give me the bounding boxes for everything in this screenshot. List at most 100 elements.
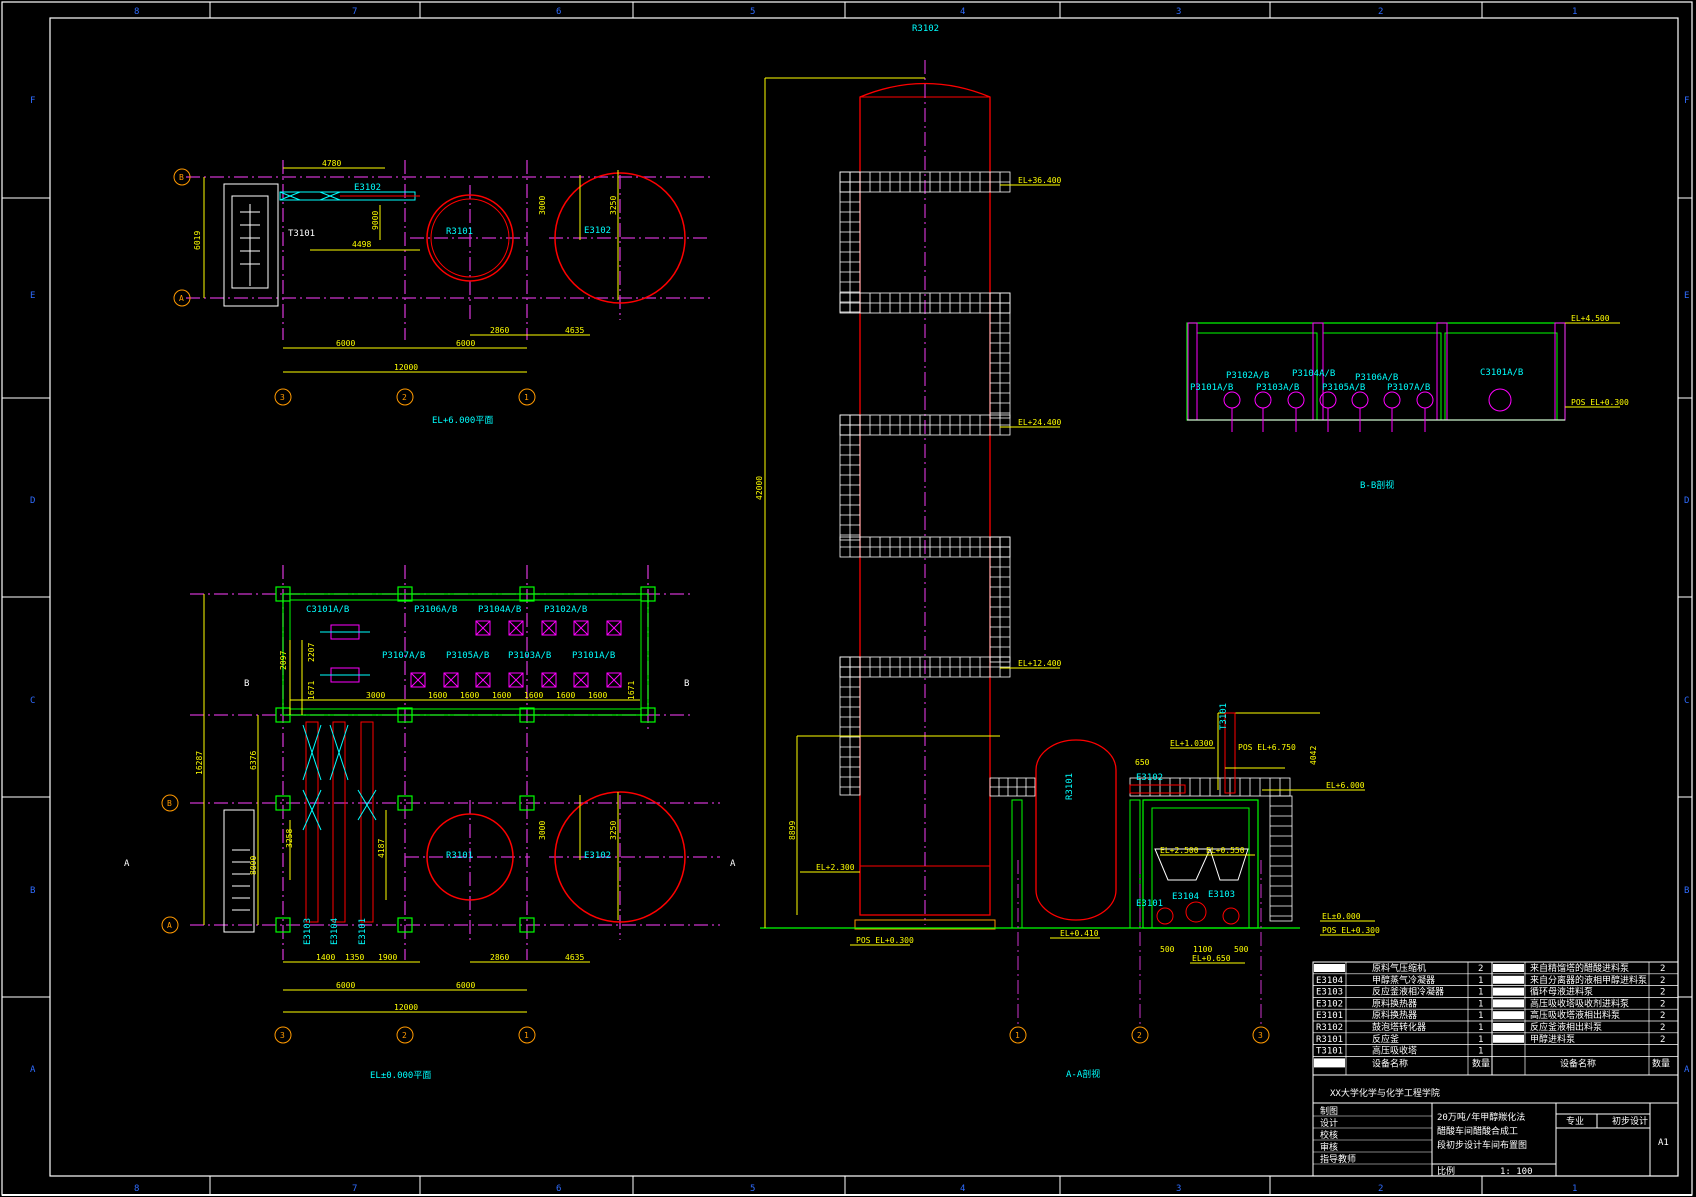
dim-text: 12000 (394, 363, 418, 372)
dim-text: 1600 (556, 691, 575, 700)
level-label: EL+36.400 (1018, 176, 1062, 185)
table-cell-qty: 2 (1660, 976, 1665, 986)
border-col-label: 5 (750, 1184, 755, 1194)
design-stage: 初步设计 (1612, 1115, 1648, 1127)
border-col-label: 2 (1378, 1184, 1383, 1194)
equipment-label: E3102 (584, 226, 611, 236)
axis-label: 1 (1015, 1031, 1020, 1040)
equipment-label: R3101 (446, 227, 473, 237)
title-block: XX大学化学与化学工程学院制图设计校核审核指导教师20万吨/年甲醇羰化法醋酸车间… (1312, 1074, 1679, 1177)
role-label: 制图 (1320, 1105, 1338, 1117)
level-label: POS EL+0.300 (1571, 398, 1629, 407)
section-mark: B (684, 679, 689, 689)
dim-text: 4635 (565, 953, 584, 962)
axis-label: 2 (402, 1031, 407, 1040)
axis-label: 3 (280, 393, 285, 402)
dim-text: 1600 (492, 691, 511, 700)
table-cell-qty: 2 (1660, 988, 1665, 998)
table-cell-code: E3101 (1316, 1011, 1343, 1021)
border-col-label: 2 (1378, 7, 1383, 17)
table-cell-qty: 2 (1660, 964, 1665, 974)
dim-text: 4498 (352, 240, 371, 249)
section-aa-view: 1 2 3 EL+36.400 EL+24.400 EL+12.400 EL+2… (755, 24, 1380, 1080)
dim-text: 1600 (524, 691, 543, 700)
dim-text: 1100 (1193, 945, 1212, 954)
table-cell-qty: 2 (1660, 999, 1665, 1009)
view-caption: EL+6.000平面 (432, 415, 493, 426)
axis-label: A (179, 294, 184, 303)
border-col-label: 1 (1572, 1184, 1577, 1194)
axis-label: 2 (402, 393, 407, 402)
table-cell-qty: 1 (1478, 1035, 1483, 1045)
section-bb-view: EL+4.500 POS EL+0.300 P3101A/B P3102A/B … (1186, 314, 1629, 491)
dim-text: 8000 (249, 856, 258, 875)
table-cell-name: 原料换热器 (1372, 997, 1417, 1009)
equipment-label: T3101 (1219, 703, 1229, 730)
table-cell-code: E3103 (1316, 988, 1343, 998)
axis-label: 2 (1137, 1031, 1142, 1040)
equipment-label: E3104 (330, 918, 340, 945)
border-row-label: F (30, 96, 35, 106)
dim-text: 8899 (788, 821, 797, 840)
table-cell-name: 高压吸收塔液相出料泵 (1530, 1009, 1620, 1021)
equipment-label: P3106A/B (1355, 373, 1398, 383)
table-cell-qty: 1 (1478, 988, 1483, 998)
drawing-title-line: 20万吨/年甲醇羰化法 (1437, 1111, 1525, 1123)
table-cell-name: 来自精馏塔的醋酸进料泵 (1530, 962, 1629, 974)
table-header-name: 设备名称 (1372, 1057, 1408, 1069)
drawing-title-line: 段初步设计车间布置图 (1437, 1139, 1527, 1151)
dim-text: 4187 (377, 839, 386, 858)
border-col-label: 3 (1176, 1184, 1181, 1194)
section-mark: A (124, 859, 130, 869)
equipment-label: R3102 (912, 24, 939, 34)
level-label: EL+24.400 (1018, 418, 1062, 427)
equipment-label: P3107A/B (1387, 383, 1430, 393)
equipment-label: E3104 (1172, 892, 1199, 902)
equipment-label: E3101 (358, 918, 368, 945)
dim-text: 6000 (336, 981, 355, 990)
level-label: EL+0.410 (1060, 929, 1099, 938)
table-cell-qty: 2 (1660, 1011, 1665, 1021)
equipment-label: C3101A/B (1480, 368, 1523, 378)
table-cell-name: 反应釜 (1372, 1033, 1399, 1045)
equipment-label: P3101A/B (1190, 383, 1233, 393)
table-cell-name: 鼓泡塔转化器 (1372, 1021, 1426, 1033)
border-col-label: 6 (556, 1184, 561, 1194)
role-label: 设计 (1320, 1117, 1338, 1129)
table-cell-code: E3104 (1316, 976, 1343, 986)
level-label: EL+2.300 (816, 863, 855, 872)
table-header-qty: 数量 (1472, 1057, 1490, 1069)
equipment-label: P3103A/B (1256, 383, 1299, 393)
dim-text: 3000 (366, 691, 385, 700)
view-caption: EL±0.000平面 (370, 1070, 431, 1081)
axis-label: B (167, 799, 172, 808)
border-col-label: 4 (960, 1184, 965, 1194)
dim-text: 3250 (609, 821, 618, 840)
dim-text: 1900 (378, 953, 397, 962)
dim-text: 6376 (249, 751, 258, 770)
table-cell-qty: 1 (1478, 999, 1483, 1009)
level-label: POS EL+0.300 (856, 936, 914, 945)
sheet-size: A1 (1658, 1138, 1669, 1148)
border-row-label: C (30, 696, 35, 706)
table-cell-name: 甲醇蒸气冷凝器 (1372, 974, 1435, 986)
dim-text: 12000 (394, 1003, 418, 1012)
border-col-label: 6 (556, 7, 561, 17)
level-label: POS EL+6.750 (1238, 743, 1296, 752)
table-cell-name: 原料气压缩机 (1372, 962, 1426, 974)
dim-text: 3000 (538, 196, 547, 215)
border-row-label: E (30, 291, 35, 301)
dim-text: 6000 (336, 339, 355, 348)
dim-text: 1400 (316, 953, 335, 962)
border-row-label: B (30, 886, 35, 896)
major-label: 专业 (1566, 1115, 1584, 1127)
dim-text: 1600 (460, 691, 479, 700)
table-cell-code: E3102 (1316, 999, 1343, 1009)
border-row-label: A (30, 1065, 36, 1075)
border-col-label: 4 (960, 7, 965, 17)
border-col-label: 8 (134, 7, 139, 17)
axis-label: 1 (524, 1031, 529, 1040)
table-cell-qty: 2 (1660, 1035, 1665, 1045)
dim-text: 6000 (456, 981, 475, 990)
table-cell-qty: 1 (1478, 1023, 1483, 1033)
